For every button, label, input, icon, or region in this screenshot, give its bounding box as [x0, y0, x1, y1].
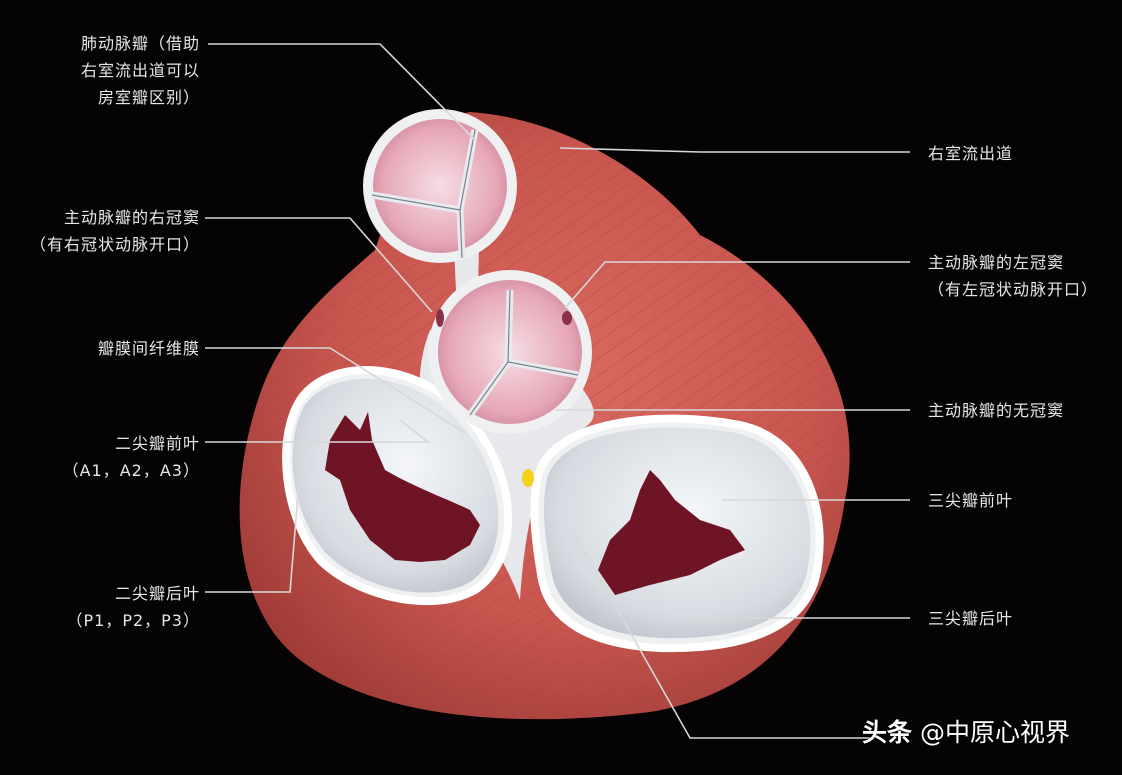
label-aortic-right-coronary-sinus: 主动脉瓣的右冠窦 （有右冠状动脉开口）	[29, 208, 200, 254]
label-pulmonary-valve: 肺动脉瓣（借助 右室流出道可以 房室瓣区别）	[80, 34, 200, 107]
label-intervalvular-fibrosa: 瓣膜间纤维膜	[97, 339, 200, 358]
right-coronary-ostium	[436, 309, 444, 327]
mitral-leaflets	[325, 412, 480, 562]
left-coronary-ostium	[562, 311, 572, 325]
pulmonary-valve	[363, 109, 517, 263]
label-mitral-anterior-leaflet: 二尖瓣前叶 （A1，A2，A3）	[62, 434, 200, 480]
label-aortic-left-coronary-sinus: 主动脉瓣的左冠窦 （有左冠状动脉开口）	[928, 253, 1099, 299]
watermark: 头条@中原心视界	[862, 716, 1070, 750]
aortic-valve	[428, 270, 592, 434]
tricuspid-valve	[530, 414, 824, 653]
watermark-brand: 头条	[862, 718, 913, 747]
label-aortic-noncoronary-sinus: 主动脉瓣的无冠窦	[928, 401, 1065, 420]
leader-lines	[205, 43, 910, 739]
watermark-handle: @中原心视界	[920, 718, 1071, 747]
tricuspid-leaflets	[598, 455, 745, 595]
label-tricuspid-posterior-leaflet: 三尖瓣后叶	[928, 609, 1014, 628]
av-node	[522, 469, 534, 487]
label-mitral-posterior-leaflet: 二尖瓣后叶 （P1，P2，P3）	[66, 584, 200, 630]
mitral-valve	[282, 366, 513, 606]
label-rvot: 右室流出道	[928, 144, 1014, 163]
label-tricuspid-anterior-leaflet: 三尖瓣前叶	[928, 491, 1014, 510]
